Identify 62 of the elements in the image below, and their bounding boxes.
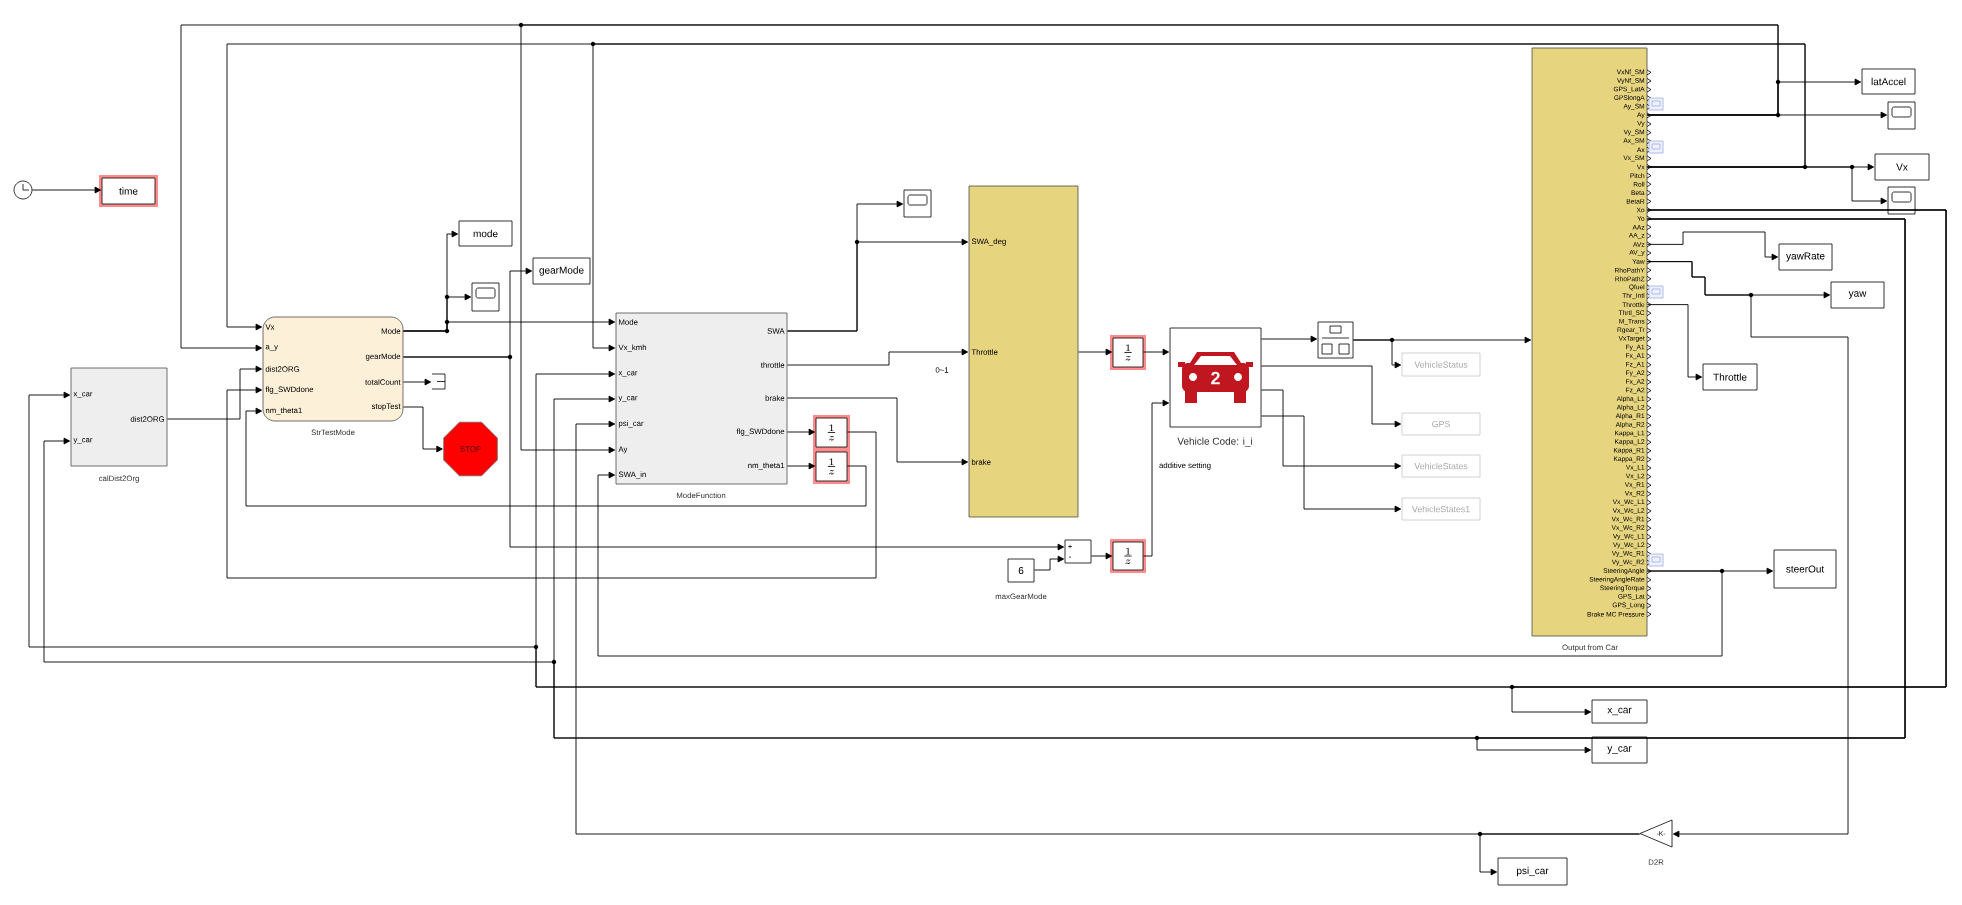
- signal-box: psi_car: [1497, 857, 1568, 886]
- signal-line: [786, 428, 816, 436]
- signal-box: Vx: [1874, 153, 1930, 181]
- signal-box: steerOut: [1773, 549, 1837, 589]
- signal-line: [786, 397, 969, 466]
- signal-box: x_car: [1591, 699, 1648, 724]
- signal-line: [402, 378, 432, 386]
- terminator-block: [431, 373, 446, 390]
- signal-line: [245, 407, 867, 507]
- signal-line: [402, 406, 443, 453]
- signal-line: [520, 24, 1779, 454]
- signal-line: [1260, 415, 1402, 513]
- constant-block: 6: [1007, 558, 1035, 583]
- signal-line: [1090, 552, 1113, 560]
- signal-line: [1646, 111, 1888, 119]
- signal-box: yawRate: [1778, 243, 1833, 271]
- signal-line: [1260, 389, 1402, 470]
- signal-line: [1352, 339, 1402, 369]
- signal-box: VehicleStatus: [1401, 352, 1481, 377]
- signal-line: [1260, 365, 1402, 428]
- signal-line: [1646, 166, 1888, 205]
- signal-line: [1142, 348, 1170, 356]
- signal-box: VehicleStates1: [1401, 497, 1481, 521]
- signal-box: y_car: [1591, 736, 1648, 764]
- delay-block: $\frac{1}{z}$: [813, 449, 850, 484]
- signal-line: [1142, 399, 1170, 557]
- delay-block: $\frac{1}{z}$: [1110, 335, 1146, 370]
- signal-box: mode: [458, 220, 513, 247]
- scope-block: [1887, 101, 1916, 130]
- signal-line: [1646, 304, 1703, 381]
- signal-box: time: [99, 175, 158, 207]
- clock-icon: [13, 180, 33, 200]
- signal-box: Throttle: [1702, 363, 1758, 391]
- signal-line: [786, 238, 969, 332]
- signal-line: [1077, 348, 1113, 356]
- signal-line: [166, 365, 263, 420]
- signal-line: [1646, 261, 1849, 838]
- signal-line: [786, 462, 816, 470]
- signal-line: [575, 420, 1641, 835]
- scope-block: [471, 282, 500, 312]
- scope-block: [1887, 186, 1916, 215]
- signal-line: [786, 348, 969, 366]
- signal-box: GPS: [1401, 412, 1481, 436]
- signal-line: [402, 318, 616, 332]
- delay-block: $\frac{1}{z}$: [1110, 539, 1146, 573]
- signal-line: [1646, 231, 1779, 261]
- signal-box: VehicleStates: [1401, 454, 1481, 478]
- signal-box: latAccel: [1861, 68, 1916, 95]
- block-caption: Vehicle Code: i_i: [1177, 437, 1253, 447]
- bus-block: [1317, 321, 1354, 359]
- signal-line: [31, 186, 102, 194]
- signal-line: [402, 356, 1065, 551]
- signal-box: gearMode: [532, 257, 591, 285]
- scope-block: [903, 189, 932, 218]
- delay-block: $\frac{1}{z}$: [813, 415, 850, 450]
- signal-line: [592, 43, 1806, 352]
- signal-box: yaw: [1830, 281, 1885, 309]
- signal-line: [1033, 555, 1065, 571]
- vehicle-number: 2: [1211, 371, 1220, 385]
- signal-line: [1260, 335, 1318, 343]
- signal-line: [597, 471, 1723, 657]
- signal-line: [226, 386, 877, 579]
